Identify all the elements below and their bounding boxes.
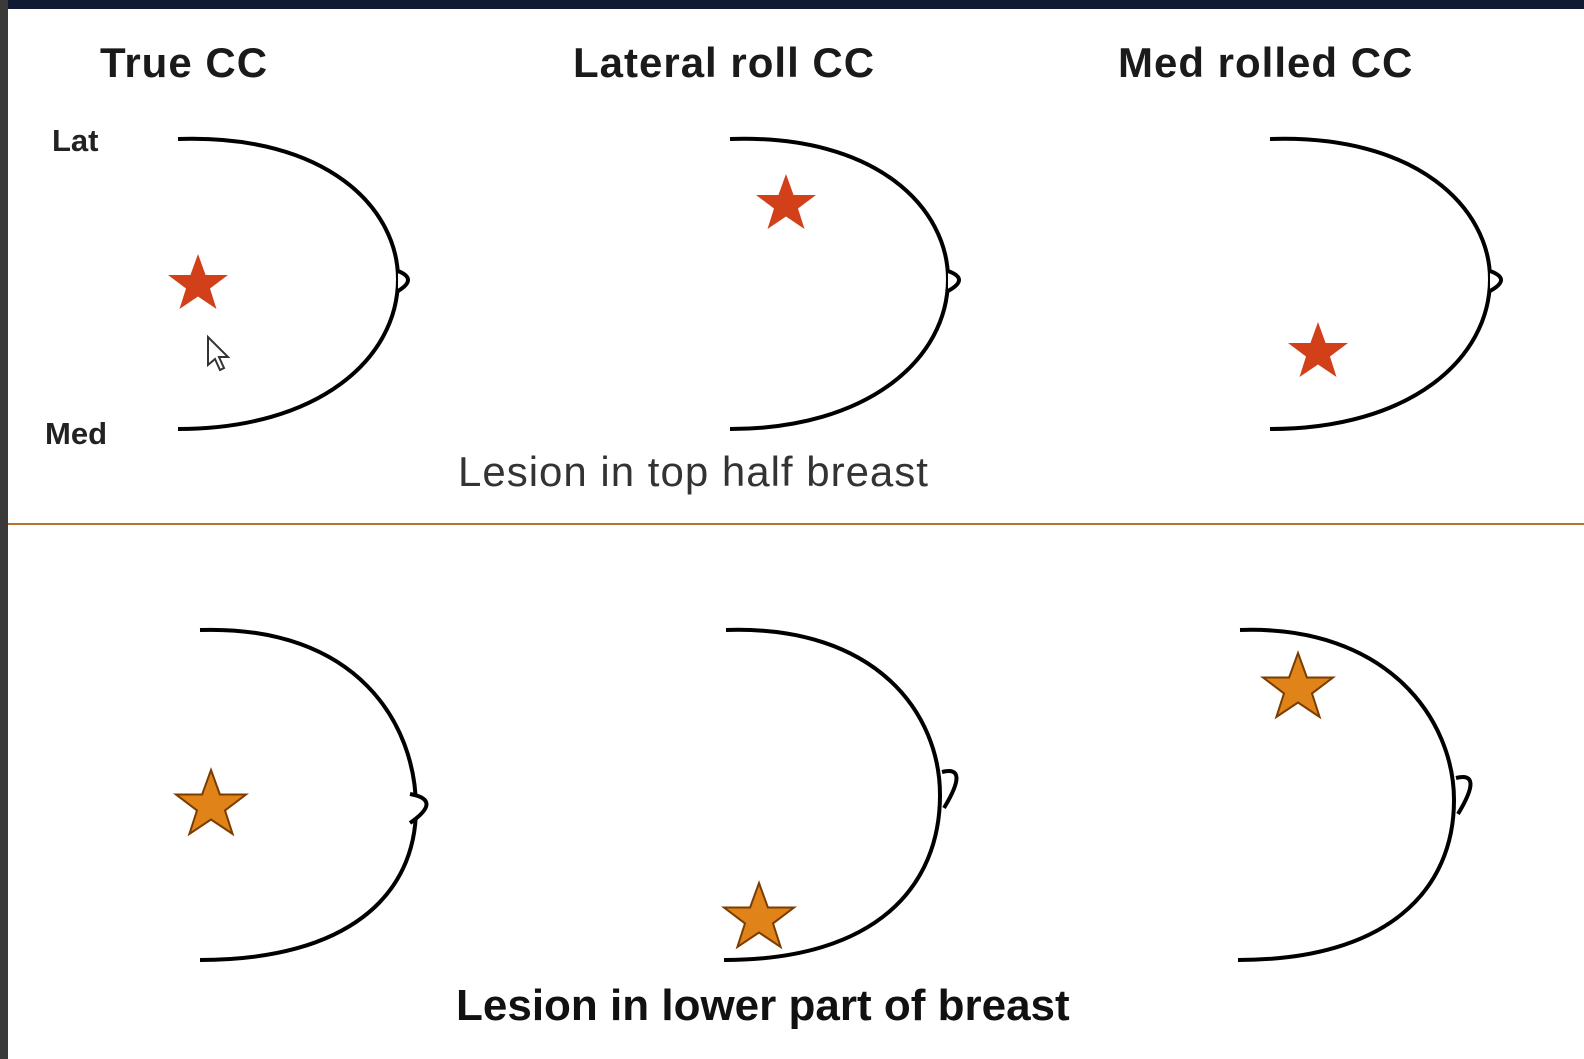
med-label: Med <box>45 416 107 451</box>
title-lateral-roll-cc: Lateral roll CC <box>573 39 875 86</box>
mouse-pointer-icon <box>208 337 228 370</box>
lesion-star-bottom-3 <box>1263 653 1333 717</box>
bottom-diagram: Lesion in lower part of breast <box>8 525 1584 1059</box>
lesion-star-true-cc <box>168 254 228 309</box>
breast-outline-med-rolled <box>1270 139 1501 429</box>
title-med-rolled-cc: Med rolled CC <box>1118 39 1413 86</box>
lesion-star-bottom-2 <box>724 883 794 947</box>
breast-outline-lateral-roll <box>730 139 959 429</box>
lesion-star-lateral-roll <box>756 174 816 229</box>
left-frame-bar <box>0 0 8 1059</box>
caption-top-half: Lesion in top half breast <box>458 448 929 495</box>
bottom-panel: Lesion in lower part of breast <box>8 525 1584 1059</box>
lat-label: Lat <box>52 123 99 158</box>
top-diagram: True CC Lateral roll CC Med rolled CC La… <box>8 9 1584 524</box>
caption-lower-part: Lesion in lower part of breast <box>456 981 1070 1030</box>
title-true-cc: True CC <box>100 39 268 86</box>
lesion-star-med-rolled <box>1288 322 1348 377</box>
top-frame-bar <box>0 0 1584 9</box>
lesion-star-bottom-1 <box>176 770 246 834</box>
top-panel: True CC Lateral roll CC Med rolled CC La… <box>8 9 1584 524</box>
